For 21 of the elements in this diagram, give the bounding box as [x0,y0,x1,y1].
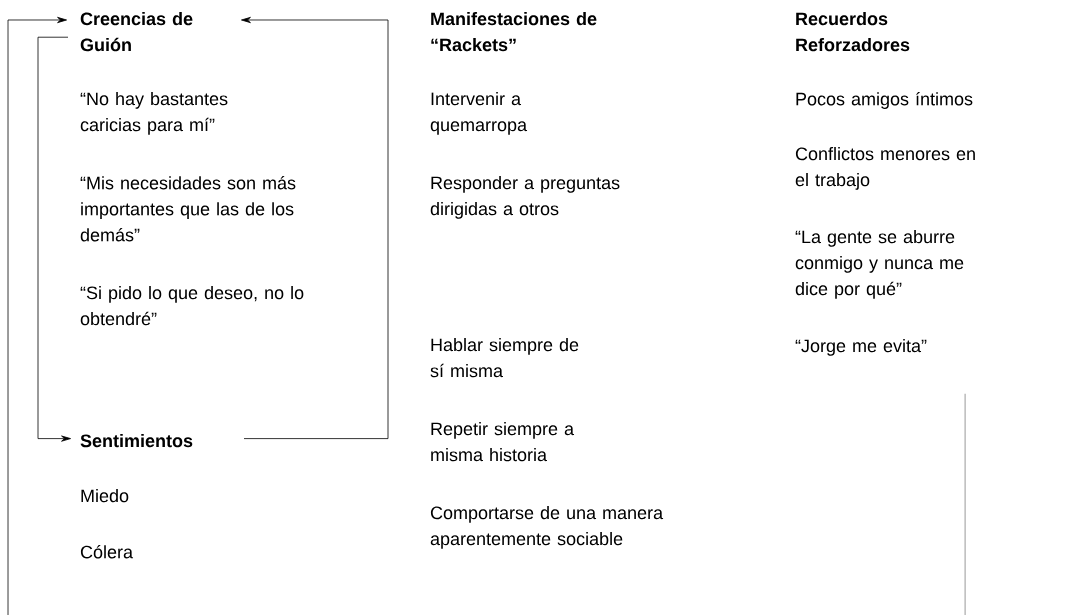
quote-text: “Mis necesidades son más importantes que las de los demás” [80,176,296,242]
list-item: “Jorge me evita” [795,339,927,356]
list-item: Miedo [81,489,129,503]
list-item: Pocos amigos íntimos [796,92,973,109]
list-item: Responder a preguntas dirigidas a otros [430,176,620,219]
list-item: Cólera [80,545,133,559]
column-heading: Manifestaciones de “Rackets” [431,12,597,52]
column-heading: Creencias de Guión [80,12,193,52]
connector-arrow [7,16,67,615]
connector-arrow [241,16,389,439]
connector-arrow [37,36,71,442]
quote-text: “No hay bastantes caricias para mí” [80,92,228,135]
quote-text: “Si pido lo que deseo, no lo obtendré” [80,286,304,326]
column-heading: Sentimientos [80,434,193,448]
list-item: Conflictos menores en el trabajo [795,147,975,190]
column-heading: Recuerdos Reforzadores [796,12,910,52]
list-item: Repetir siempre a misma historia [431,422,574,462]
list-item: Hablar siempre de sí misma [430,338,579,378]
list-item: Intervenir a quemarropa [430,92,528,135]
list-item: “La gente se aburre conmigo y nunca me dice por qué” [795,230,964,299]
list-item: Comportarse de una manera aparentemente sociable [430,506,664,549]
